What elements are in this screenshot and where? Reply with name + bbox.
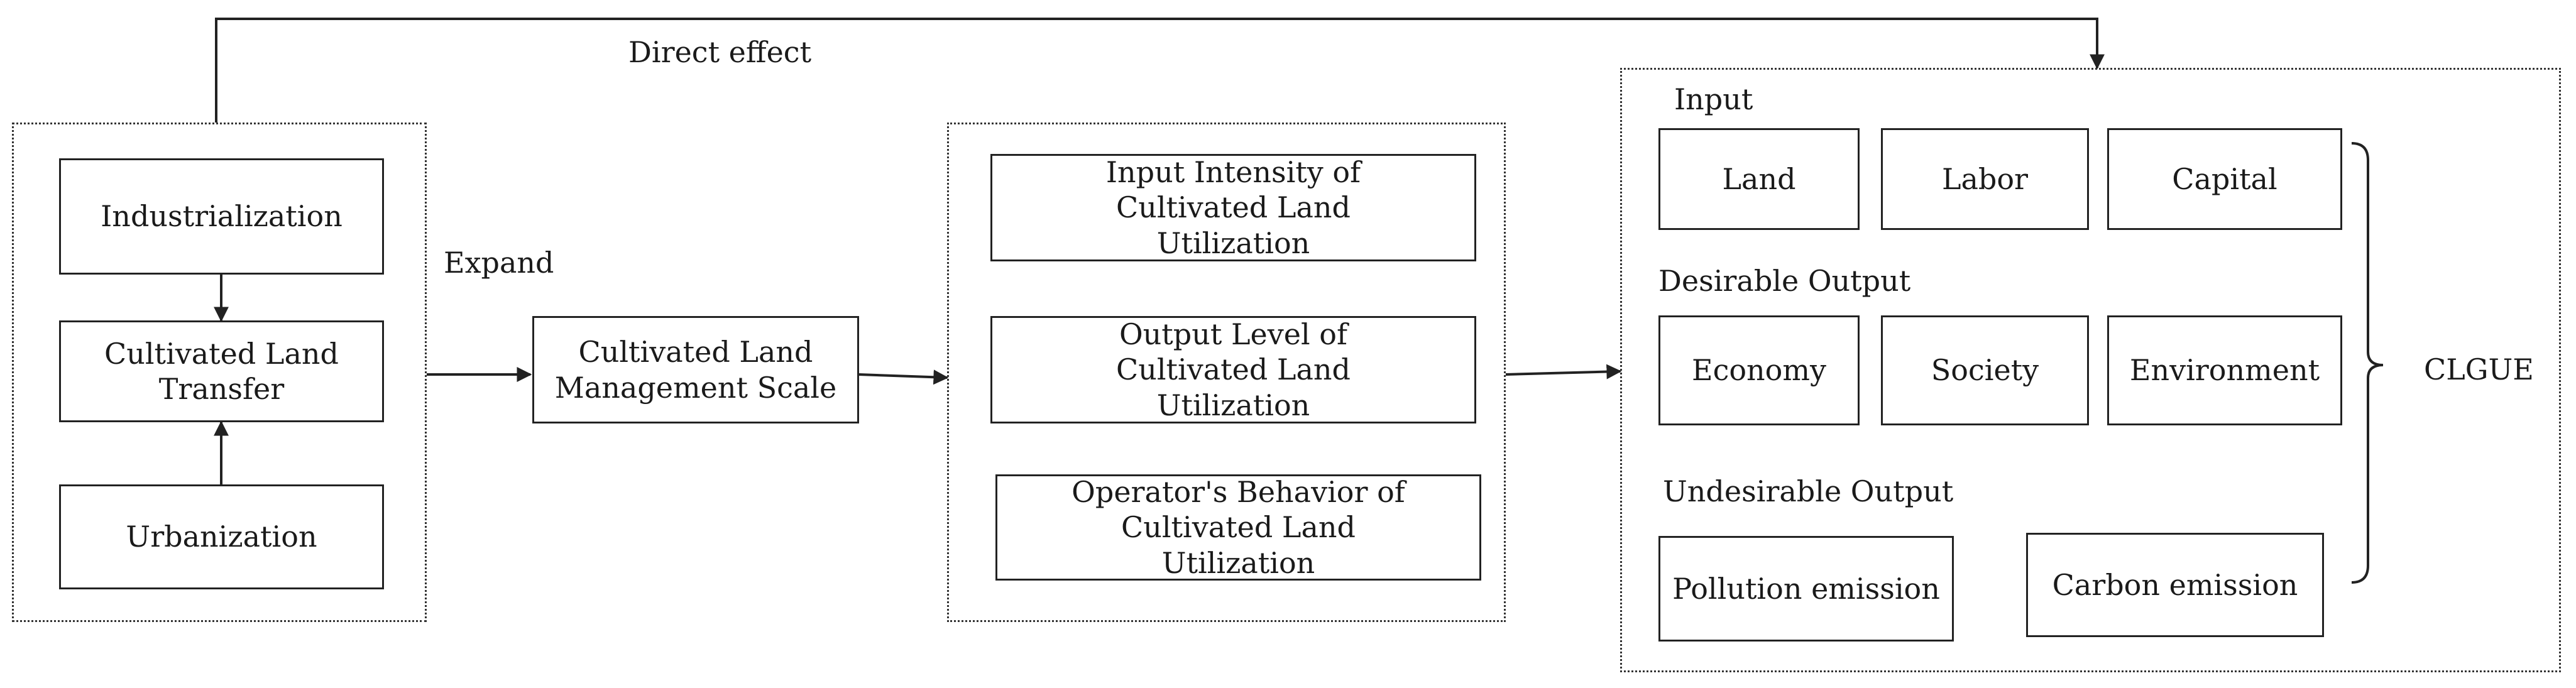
input-section-label: Input: [1674, 82, 1753, 116]
capital-box: Capital: [2107, 128, 2342, 230]
edge-scale-to-utilization: [858, 369, 949, 385]
management-scale-box: Cultivated Land Management Scale: [532, 316, 859, 423]
desirable-output-label: Desirable Output: [1658, 264, 1911, 298]
urbanization-box: Urbanization: [59, 484, 384, 589]
clgue-brace: [2351, 142, 2384, 584]
economy-box: Economy: [1658, 315, 1860, 425]
operator-behavior-box: Operator's Behavior of Cultivated Land U…: [995, 474, 1481, 581]
input-intensity-box: Input Intensity of Cultivated Land Utili…: [990, 154, 1476, 261]
utilization-group: [947, 123, 1506, 622]
expand-label: Expand: [444, 246, 554, 280]
labor-box: Labor: [1881, 128, 2089, 230]
carbon-emission-box: Carbon emission: [2026, 533, 2324, 637]
society-box: Society: [1881, 315, 2089, 425]
output-level-box: Output Level of Cultivated Land Utilizat…: [990, 316, 1476, 423]
drivers-group: [12, 123, 427, 622]
land-box: Land: [1658, 128, 1860, 230]
clgue-label: CLGUE: [2424, 352, 2534, 386]
edge-direct-effect: [215, 18, 2105, 123]
environment-box: Environment: [2107, 315, 2342, 425]
pollution-emission-box: Pollution emission: [1658, 536, 1954, 642]
undesirable-output-label: Undesirable Output: [1663, 474, 1954, 508]
cultivated-land-transfer-box: Cultivated Land Transfer: [59, 320, 384, 422]
direct-effect-label: Direct effect: [628, 35, 812, 69]
clgue-group: [1620, 68, 2561, 672]
edge-utilization-to-clgue: [1505, 364, 1622, 379]
industrialization-box: Industrialization: [59, 158, 384, 275]
